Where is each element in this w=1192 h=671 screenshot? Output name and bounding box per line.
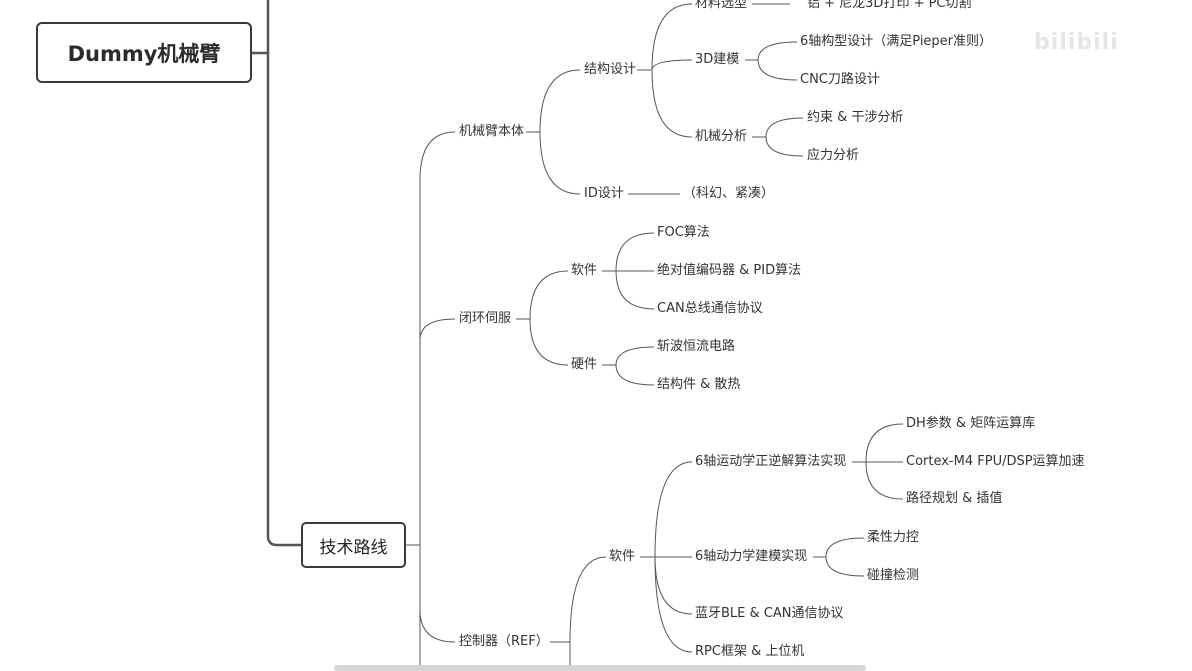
node-servo-hardware[interactable]: 硬件: [570, 357, 599, 373]
node-collision[interactable]: 碰撞检测: [866, 568, 921, 584]
node-kinematics[interactable]: 6轴运动学正逆解算法实现: [694, 454, 848, 470]
node-3d-modeling[interactable]: 3D建模: [694, 52, 741, 68]
node-controller[interactable]: 控制器（REF）: [458, 634, 550, 650]
node-struct-heat[interactable]: 结构件 & 散热: [656, 377, 742, 393]
root-node-label: Dummy机械臂: [67, 41, 221, 66]
node-path[interactable]: 路径规划 & 插值: [905, 491, 1004, 507]
node-mech-analysis[interactable]: 机械分析: [694, 129, 749, 145]
node-can-bus[interactable]: CAN总线通信协议: [656, 301, 764, 317]
node-servo[interactable]: 闭环伺服: [458, 311, 513, 327]
horizontal-scrollbar[interactable]: [334, 665, 866, 671]
node-id-detail[interactable]: （科幻、紧凑）: [682, 186, 776, 202]
node-mech-body[interactable]: 机械臂本体: [458, 124, 526, 140]
node-constraint[interactable]: 约束 & 干涉分析: [806, 110, 905, 126]
bilibili-watermark: bilibili: [1034, 30, 1119, 55]
node-encoder-pid[interactable]: 绝对值编码器 & PID算法: [656, 263, 803, 279]
node-foc[interactable]: FOC算法: [656, 225, 711, 241]
node-cnc[interactable]: CNC刀路设计: [799, 72, 881, 88]
node-ctrl-software[interactable]: 软件: [608, 549, 637, 565]
node-id-design[interactable]: ID设计: [583, 186, 625, 202]
root-node[interactable]: Dummy机械臂: [36, 22, 252, 83]
node-material-detail[interactable]: 铝 + 尼龙3D打印 + PC切割: [806, 0, 973, 12]
node-dynamics[interactable]: 6轴动力学建模实现: [694, 549, 809, 565]
branch-node-label: 技术路线: [319, 537, 388, 558]
node-stress[interactable]: 应力分析: [806, 148, 861, 164]
branch-node-tech-route[interactable]: 技术路线: [301, 522, 406, 568]
node-material[interactable]: 材料选型: [694, 0, 749, 12]
node-rpc[interactable]: RPC框架 & 上位机: [694, 644, 806, 660]
node-servo-software[interactable]: 软件: [570, 263, 599, 279]
node-struct-design[interactable]: 结构设计: [583, 62, 638, 78]
node-ble-can[interactable]: 蓝牙BLE & CAN通信协议: [694, 606, 845, 622]
node-force[interactable]: 柔性力控: [866, 530, 921, 546]
node-dh[interactable]: DH参数 & 矩阵运算库: [905, 416, 1037, 432]
node-6axis-design[interactable]: 6轴构型设计（满足Pieper准则）: [799, 34, 994, 50]
node-chopper[interactable]: 斩波恒流电路: [656, 339, 737, 355]
node-cortex[interactable]: Cortex-M4 FPU/DSP运算加速: [905, 454, 1086, 470]
